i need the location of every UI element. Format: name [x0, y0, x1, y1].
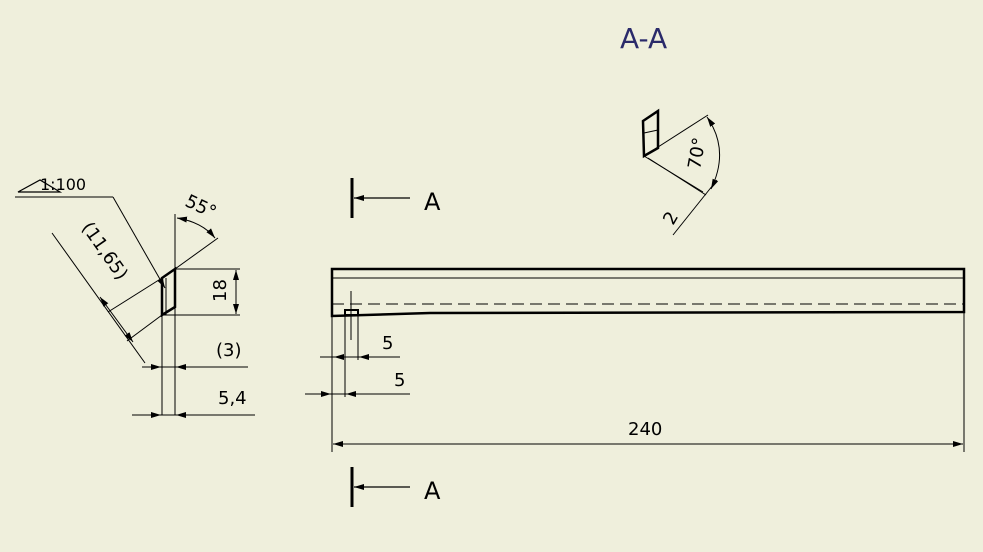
section-width-label: 2 — [659, 208, 683, 228]
hole-offset-2-label: 5 — [394, 370, 405, 391]
taper-label: 1:100 — [40, 175, 86, 194]
angle-55-label: 55° — [182, 191, 220, 224]
total-length-label: 240 — [628, 419, 662, 440]
section-detail: 70° 2 — [641, 108, 721, 236]
section-marker-bottom: A — [350, 467, 441, 507]
length-ref-label: (11,65) — [77, 218, 132, 284]
width-ref-label: (3) — [216, 340, 242, 361]
section-label-bottom: A — [424, 477, 441, 505]
width-label: 5,4 — [218, 388, 247, 409]
taper-symbol-icon — [17, 179, 63, 193]
section-marker-top: A — [350, 178, 441, 218]
height-label: 18 — [210, 279, 231, 302]
hole-offset-1-label: 5 — [382, 333, 393, 354]
main-view: 5 5 240 — [305, 267, 966, 452]
end-view: 1:100 55° (11,65) 18 (3) 5,4 — [15, 175, 255, 418]
section-label-top: A — [424, 188, 441, 216]
section-title: A-A — [620, 22, 667, 55]
angle-70-label: 70° — [684, 136, 710, 171]
